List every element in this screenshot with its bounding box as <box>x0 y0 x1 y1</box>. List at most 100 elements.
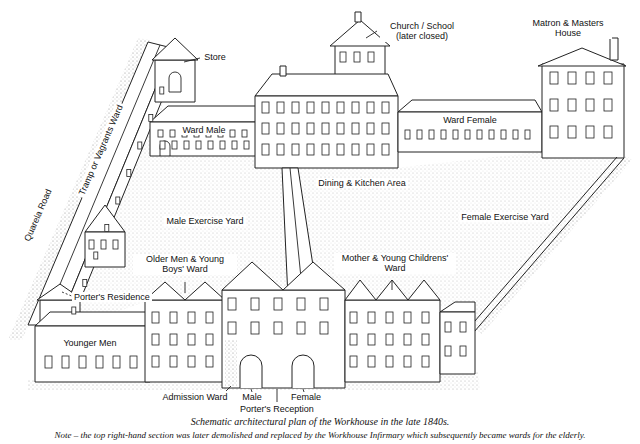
window <box>228 298 236 310</box>
leader-line <box>184 58 200 62</box>
ward-female-roof <box>398 100 542 112</box>
window <box>445 322 451 332</box>
house-label: Matron & Masters House <box>524 18 612 39</box>
road-name: Quarela Road <box>21 185 54 244</box>
window <box>354 52 360 62</box>
window <box>352 102 359 113</box>
ward-label: Older Men & Young Boys' Ward <box>133 254 237 275</box>
window <box>367 123 374 134</box>
mother-ward-wall <box>345 300 440 382</box>
window <box>337 144 344 155</box>
windows <box>45 52 612 368</box>
matron-house-wall <box>542 64 624 158</box>
window <box>368 334 375 345</box>
window <box>72 307 76 314</box>
window <box>105 225 109 232</box>
window <box>277 102 284 113</box>
window <box>188 356 195 367</box>
window <box>550 99 558 111</box>
window <box>568 72 576 84</box>
window <box>382 102 389 113</box>
window <box>170 356 177 367</box>
window <box>160 87 164 94</box>
boundary-wall <box>474 158 624 332</box>
tramp-ward-roof <box>28 42 172 325</box>
window <box>453 130 458 139</box>
store-building <box>155 60 195 102</box>
window <box>113 356 120 368</box>
entrance-label: Female <box>289 392 323 402</box>
window <box>489 130 494 139</box>
window <box>441 130 446 139</box>
older-men-wall <box>145 300 225 382</box>
central-block-roof <box>255 74 398 96</box>
mother-ward-gables <box>345 280 440 300</box>
window <box>242 130 247 137</box>
window <box>89 240 94 249</box>
window <box>404 356 411 367</box>
church-label: Church / School (later closed) <box>380 21 464 42</box>
window <box>152 334 159 345</box>
window <box>101 240 106 249</box>
window <box>251 298 259 310</box>
window <box>513 130 518 139</box>
window <box>262 123 269 134</box>
window <box>367 144 374 155</box>
window <box>604 72 612 84</box>
window <box>228 322 236 334</box>
window <box>367 102 374 113</box>
reception-label: Porter's Reception <box>238 404 316 414</box>
window <box>220 141 225 149</box>
window <box>307 123 314 134</box>
window <box>604 99 612 111</box>
window <box>206 334 213 345</box>
chimney <box>355 12 361 22</box>
yard-label: Female Exercise Yard <box>459 212 551 222</box>
window <box>586 72 594 84</box>
window <box>322 123 329 134</box>
window <box>525 130 530 139</box>
window <box>340 52 346 62</box>
window <box>152 356 159 367</box>
older-men-gables <box>145 282 225 300</box>
residence-label: Porter's Residence <box>72 292 152 302</box>
window <box>127 170 131 177</box>
note-text: Note – the top right-hand section was la… <box>55 430 586 440</box>
low-range-wall <box>440 312 475 374</box>
window <box>422 334 429 345</box>
window <box>208 141 213 149</box>
window <box>386 356 393 367</box>
window <box>350 356 357 367</box>
window <box>422 356 429 367</box>
window <box>460 346 466 356</box>
window <box>337 123 344 134</box>
church-school <box>335 44 385 76</box>
window <box>568 126 576 138</box>
window <box>160 141 165 149</box>
window <box>404 312 411 323</box>
window <box>429 130 434 139</box>
window <box>477 130 482 139</box>
female-arch <box>292 355 314 388</box>
window <box>113 240 118 249</box>
window <box>149 115 153 122</box>
window <box>188 312 195 323</box>
window <box>422 312 429 323</box>
window <box>138 142 142 149</box>
ward-female-wall <box>398 112 542 152</box>
window <box>277 144 284 155</box>
store-gable <box>152 38 198 60</box>
window <box>550 72 558 84</box>
window <box>445 346 451 356</box>
window <box>292 123 299 134</box>
window <box>405 130 410 139</box>
window <box>586 99 594 111</box>
window <box>320 298 328 310</box>
chimney <box>280 66 286 76</box>
reception-block-wall <box>222 290 345 388</box>
male-arch <box>240 355 262 388</box>
low-range-roof <box>440 302 475 312</box>
window <box>274 298 282 310</box>
window <box>352 144 359 155</box>
